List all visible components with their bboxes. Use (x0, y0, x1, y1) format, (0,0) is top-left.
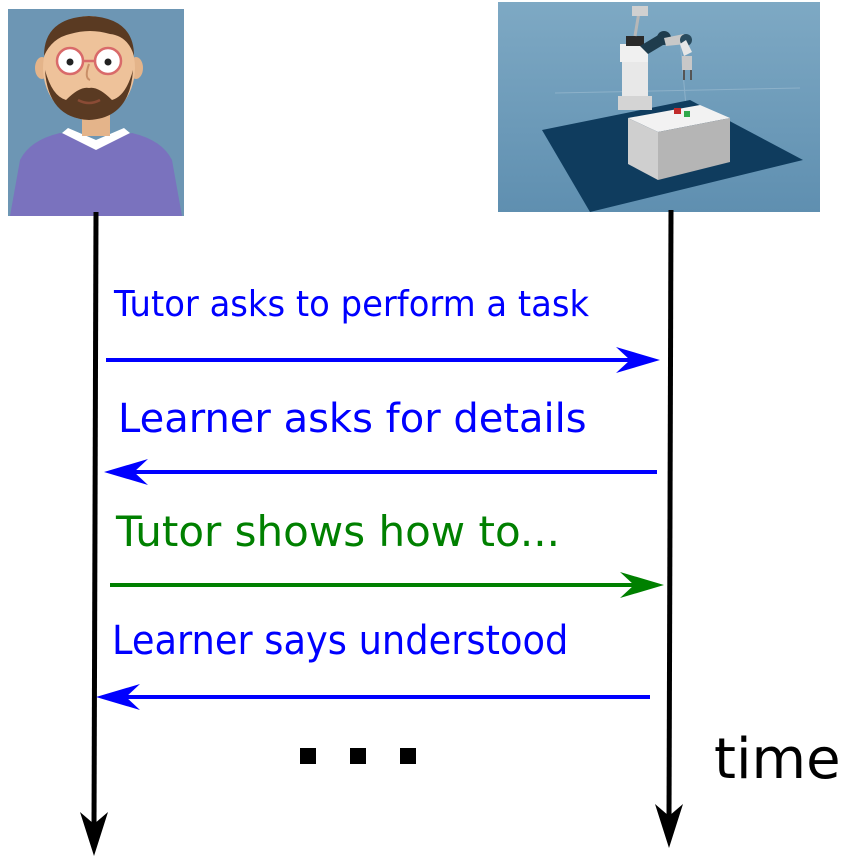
message-label: Tutor shows how to... (115, 507, 560, 556)
message-arrowhead (616, 347, 660, 373)
ellipsis-dot (400, 748, 416, 764)
message-arrowhead (104, 459, 148, 485)
lifeline-arrowhead (655, 804, 683, 848)
message-label: Learner asks for details (118, 396, 587, 442)
message-2: Learner asks for details (104, 396, 657, 485)
ellipsis-dot (300, 748, 316, 764)
lifeline-arrowhead (80, 812, 108, 856)
tutor-lifeline (80, 211, 108, 856)
continuation-ellipsis (300, 748, 416, 764)
message-label: Learner says understood (112, 618, 568, 665)
message-arrowhead (96, 684, 140, 710)
message-arrowhead (620, 572, 664, 598)
robot-arm-scene-icon (498, 2, 820, 212)
tutor-avatar-icon (8, 9, 184, 216)
ellipsis-dot (350, 748, 366, 764)
time-label: time (714, 727, 841, 792)
message-3: Tutor shows how to... (110, 507, 664, 598)
learner-lifeline (655, 209, 683, 848)
message-label: Tutor asks to perform a task (113, 284, 590, 325)
message-1: Tutor asks to perform a task (106, 284, 660, 373)
message-4: Learner says understood (96, 618, 650, 710)
